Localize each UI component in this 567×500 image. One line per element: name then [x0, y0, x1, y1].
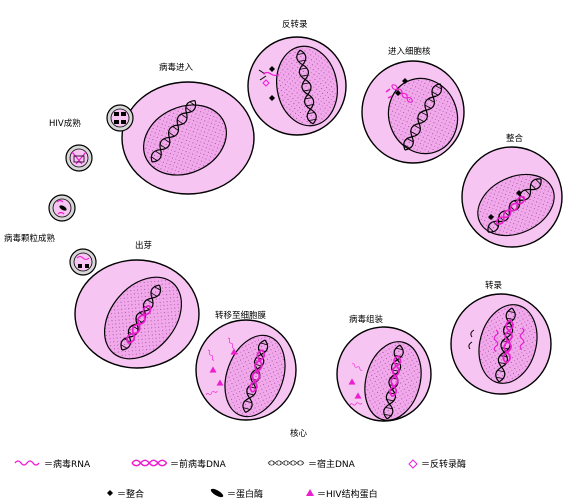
cell-integration — [461, 146, 563, 248]
legend-reverse-transcriptase-swatch — [408, 459, 418, 469]
label-core: 核心 — [290, 428, 308, 439]
legend-host-dna-swatch — [267, 460, 305, 466]
label-reverse-transcription: 反转录 — [282, 19, 308, 30]
cell-assembly — [336, 326, 432, 422]
legend-structural-protein: ＝HIV结构蛋白 — [317, 488, 378, 500]
legend-protease-swatch — [210, 488, 224, 498]
label-integration: 整合 — [506, 133, 524, 144]
virion-hiv-maturation — [65, 144, 93, 172]
label-nuclear-entry: 进入细胞核 — [388, 46, 431, 57]
label-membrane-transport: 转移至细胞膜 — [215, 310, 267, 321]
label-particle-maturation: 病毒颗粒成熟 — [4, 233, 56, 244]
cell-transcription — [450, 293, 552, 395]
cell-reverse-transcription — [247, 36, 347, 136]
legend-viral-rna: ＝病毒RNA — [44, 458, 91, 470]
label-hiv-maturation: HIV成熟 — [49, 118, 81, 129]
label-transcription: 转录 — [485, 280, 503, 291]
label-assembly: 病毒组装 — [349, 314, 384, 325]
cell-nuclear-entry — [361, 60, 465, 164]
label-budding: 出芽 — [135, 240, 152, 251]
legend-provirus-dna-swatch — [131, 459, 168, 467]
legend-structural-protein-swatch — [306, 489, 314, 496]
legend-viral-rna-swatch — [14, 460, 40, 466]
legend-integrase-swatch — [107, 490, 113, 496]
legend-provirus-dna: ＝前病毒DNA — [170, 458, 227, 470]
cell-entry — [106, 81, 255, 195]
legend: ＝病毒RNA ＝前病毒DNA ＝宿主DNA ＝反转录酶 ＝整合 ＝蛋白酶 ＝HI… — [14, 458, 466, 500]
cell-budding — [69, 248, 200, 369]
label-entry: 病毒进入 — [159, 62, 194, 73]
legend-reverse-transcriptase: ＝反转录酶 — [421, 458, 466, 470]
virion-particle-maturation — [48, 194, 76, 222]
legend-host-dna: ＝宿主DNA — [308, 458, 356, 470]
legend-integrase: ＝整合 — [117, 488, 144, 500]
cell-membrane-transport — [195, 319, 297, 421]
legend-protease: ＝蛋白酶 — [227, 488, 263, 500]
